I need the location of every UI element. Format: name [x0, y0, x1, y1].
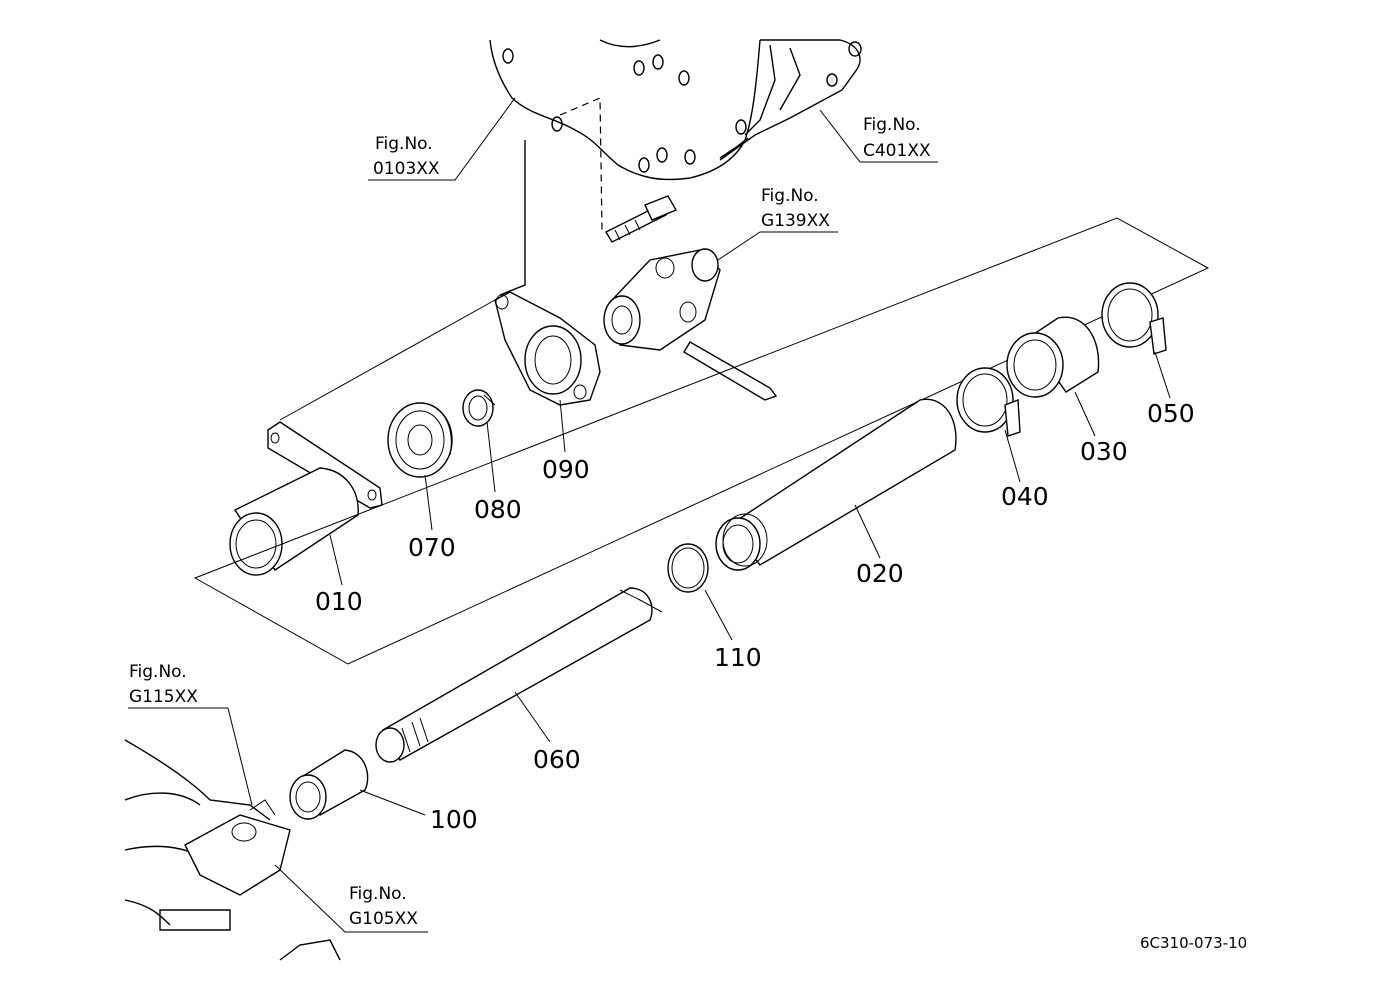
boot-030-drawing: [1006, 316, 1100, 398]
part-label-070: 070: [408, 533, 456, 562]
tube-020-drawing: [715, 398, 957, 571]
assembly-outline: [193, 217, 1210, 665]
part-label-080: 080: [474, 495, 522, 524]
part-labels: 010 020 030 040 050 060 070 080 090 100 …: [315, 399, 1195, 834]
o-ring-110-drawing: [667, 543, 709, 593]
ref-0103xx-code: 0103XX: [373, 159, 440, 179]
part-label-020: 020: [856, 559, 904, 588]
bearing-070-drawing: [387, 402, 453, 478]
ref-0103xx-prefix: Fig.No.: [375, 134, 433, 154]
ref-c401xx-prefix: Fig.No.: [863, 115, 921, 135]
clamp-040-drawing: [956, 367, 1021, 437]
lower-housing-drawing: [124, 739, 341, 961]
ref-g115xx-prefix: Fig.No.: [129, 662, 187, 682]
part-label-010: 010: [315, 587, 363, 616]
part-label-060: 060: [533, 745, 581, 774]
part-label-030: 030: [1080, 437, 1128, 466]
ref-g115xx-code: G115XX: [129, 687, 198, 707]
universal-joint-drawing: [603, 248, 778, 401]
gear-housing-drawing: [489, 39, 862, 296]
part-label-110: 110: [714, 643, 762, 672]
figure-reference-labels: Fig.No. 0103XX Fig.No. C401XX Fig.No. G1…: [129, 115, 931, 929]
figure-id: 6C310-073-10: [1140, 934, 1247, 952]
part-label-090: 090: [542, 455, 590, 484]
ref-g139xx-code: G139XX: [761, 211, 830, 231]
ref-c401xx-code: C401XX: [863, 141, 931, 161]
ref-g105xx-prefix: Fig.No.: [349, 884, 407, 904]
clamp-050-drawing: [1101, 282, 1167, 355]
flange-090-drawing: [494, 291, 601, 406]
leader-lines: [128, 97, 1171, 933]
part-label-040: 040: [1001, 482, 1049, 511]
grease-fitting-drawing: [605, 195, 678, 243]
tube-010-drawing: [229, 421, 383, 576]
part-label-050: 050: [1147, 399, 1195, 428]
ref-g105xx-code: G105XX: [349, 909, 418, 929]
shaft-060-drawing: [375, 587, 663, 763]
part-label-100: 100: [430, 805, 478, 834]
snap-ring-080-drawing: [462, 389, 496, 427]
assembly-outline-upper: [279, 299, 496, 421]
sleeve-100-drawing: [289, 749, 369, 820]
ref-g139xx-prefix: Fig.No.: [761, 186, 819, 206]
